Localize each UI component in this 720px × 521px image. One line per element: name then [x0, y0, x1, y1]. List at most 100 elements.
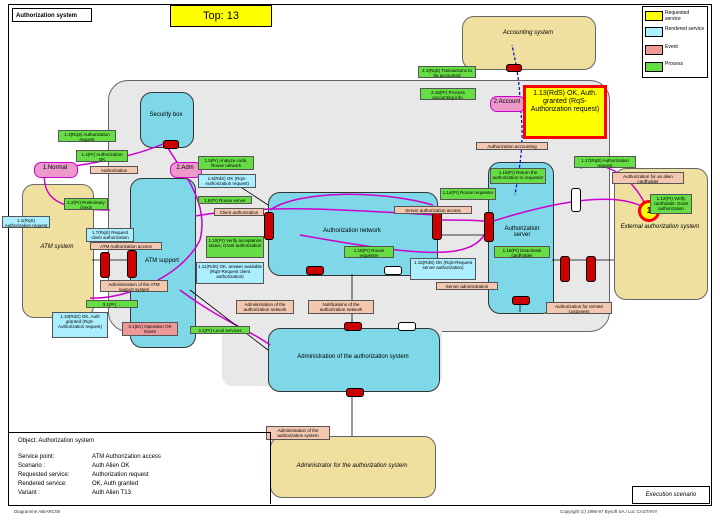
port[interactable]	[586, 256, 596, 282]
rendered-tag: 1.1(RqS) Authorization request	[2, 216, 50, 228]
process-tag: 1.17(RqS) Authorization request	[574, 156, 636, 168]
info-divider	[8, 432, 270, 433]
auth-server-label: Authorization server	[504, 226, 540, 238]
process-tag: 3.1(Pr) Local services	[190, 326, 250, 334]
connector	[189, 289, 269, 351]
info-row: Service point:ATM Authorization access	[18, 454, 161, 460]
state-oval-normal-label: 1.Normal	[42, 165, 68, 171]
accounting-system[interactable]	[462, 16, 596, 70]
port[interactable]	[484, 212, 494, 242]
execution-scenario-label: Execution scenario	[632, 486, 710, 504]
port[interactable]	[306, 266, 324, 275]
port[interactable]	[560, 256, 570, 282]
flow-line	[299, 221, 491, 254]
service-tag: Administration of the authorization netw…	[236, 300, 294, 314]
current-step-callout: 1.13(RdS) OK, Auth. granted (RqS-Authori…	[523, 85, 607, 139]
service-tag: Authorization accounting	[476, 142, 548, 150]
service-tag: Client authorization	[214, 208, 264, 216]
scenario-info: Object: Authorization system Service poi…	[14, 432, 264, 502]
external-label: External authorization system	[620, 224, 700, 230]
admin-system-label: Administration of the authorization syst…	[297, 354, 409, 360]
administrator-block[interactable]	[270, 436, 436, 498]
security-box[interactable]	[140, 92, 194, 148]
legend-swatch	[645, 45, 663, 55]
info-row: Rendered service:OK, Auth granted	[18, 481, 139, 487]
flow-line	[179, 289, 271, 346]
service-tag: Authorization for remote customers	[546, 302, 612, 314]
rendered-tag: 1.19(RdS) OK, Auth granted (RqS-Authoriz…	[52, 312, 108, 338]
port[interactable]	[432, 212, 442, 240]
process-tag: 1.8(Pr) Rouse server	[198, 196, 252, 204]
port[interactable]	[264, 212, 274, 240]
process-tag: 3.1(Pr) ...	[86, 300, 138, 308]
info-row: Requested service:Authorization request	[18, 472, 149, 478]
service-tag: ATM Authorization access	[90, 242, 162, 250]
process-tag: 1.16(Pr) Deactivate cardholder	[494, 246, 550, 258]
current-step-label: 1	[646, 206, 652, 215]
process-tag: 1.18(Pr) Rouse requester	[344, 246, 394, 258]
process-tag: 1.16(Pr) Return the authorization to req…	[490, 168, 546, 184]
service-tag: Authorization for an alien cardholder	[612, 172, 684, 184]
info-object: Object: Authorization system	[18, 438, 95, 444]
administrator-label: Administrator for the authorization syst…	[296, 463, 408, 469]
flow-line	[435, 219, 491, 223]
service-tag: Administration of the ATM support system	[100, 280, 168, 292]
process-tag: 1.5(Pr) Analyze code, Rouse network	[198, 156, 254, 170]
flow-line	[489, 198, 649, 223]
process-tag: 2.15(Pr) Process accounting info.	[420, 88, 476, 100]
legend-swatch	[645, 27, 663, 37]
port[interactable]	[127, 250, 137, 278]
port[interactable]	[163, 140, 179, 149]
security-label: Security box	[149, 112, 183, 118]
service-tag: Notifications of the authorization netwo…	[308, 300, 374, 314]
atm-support-label: ATM support	[145, 258, 179, 264]
flow-line	[269, 193, 434, 211]
service-tag: Server authorization access	[394, 206, 472, 214]
info-row: Scenario :Auth Alien OK	[18, 463, 130, 469]
process-tag: 1.14(Pr) Rouse requester	[440, 188, 496, 200]
auth-network-label: Authorization network	[323, 228, 381, 234]
port[interactable]	[512, 296, 530, 305]
atm-support[interactable]	[130, 178, 196, 348]
info-row: Variant :Auth Alien T13	[18, 490, 131, 496]
state-oval-adm[interactable]	[170, 162, 202, 178]
state-oval-account-label: 2.Account	[493, 99, 521, 105]
state-oval-adm-label: 2.Adm	[176, 165, 194, 171]
accounting-link	[514, 104, 523, 196]
authorization-server[interactable]	[488, 162, 554, 314]
rendered-tag: 1.6(RdS) OK (RqS-Authorization request)	[198, 174, 256, 188]
atm-system-label: ATM system	[40, 244, 74, 250]
info-divider-v	[270, 432, 271, 504]
service-tag: Server administration	[436, 282, 498, 290]
port[interactable]	[506, 64, 522, 72]
footer-right: Copyright (c) 1996-97 Bysoft SA / Luc CA…	[560, 509, 658, 514]
process-tag: 1.4(Pr) Authorization OK	[76, 150, 128, 162]
service-tag: Authorization	[90, 166, 138, 174]
legend-swatch	[645, 11, 663, 21]
port[interactable]	[384, 266, 402, 275]
process-tag: 1.3(RqS) Authorization request	[58, 130, 116, 142]
process-tag: 2.1(RqS) Transactions to be accounted	[418, 66, 476, 78]
port[interactable]	[571, 188, 581, 212]
accounting-label: Accounting system	[502, 30, 554, 36]
event-tag: 4.1(Ev) Operation OK Event	[122, 322, 178, 336]
flow-line	[164, 142, 203, 241]
process-tag: 1.10(Pr) Verify acceptance status, Grant…	[206, 236, 264, 258]
state-oval-normal[interactable]	[34, 162, 78, 178]
external-authorization-system[interactable]	[614, 168, 708, 300]
service-tag: Administration of the authorization syst…	[266, 426, 330, 440]
diagram-title: Authorization system	[12, 8, 92, 22]
process-tag: 1.12(Pr) Verify cardholder, Grant author…	[650, 194, 692, 214]
legend: Requested service Rendered service Event…	[642, 6, 708, 78]
footer-left: Diagramme ABIARC08	[14, 509, 61, 514]
legend-swatch	[645, 62, 663, 72]
flow-line	[59, 142, 166, 169]
rendered-tag: 1.15(RdS) OK (RqS-Request server authori…	[410, 258, 476, 280]
port[interactable]	[398, 322, 416, 331]
process-tag: 1.2(Pr) Preliminary check	[64, 198, 108, 210]
port[interactable]	[344, 322, 362, 331]
top-label: Top: 13	[170, 5, 272, 27]
port[interactable]	[346, 388, 364, 397]
rendered-tag: 1.7(RqS) Request client authorization	[86, 228, 134, 242]
port[interactable]	[100, 252, 110, 278]
